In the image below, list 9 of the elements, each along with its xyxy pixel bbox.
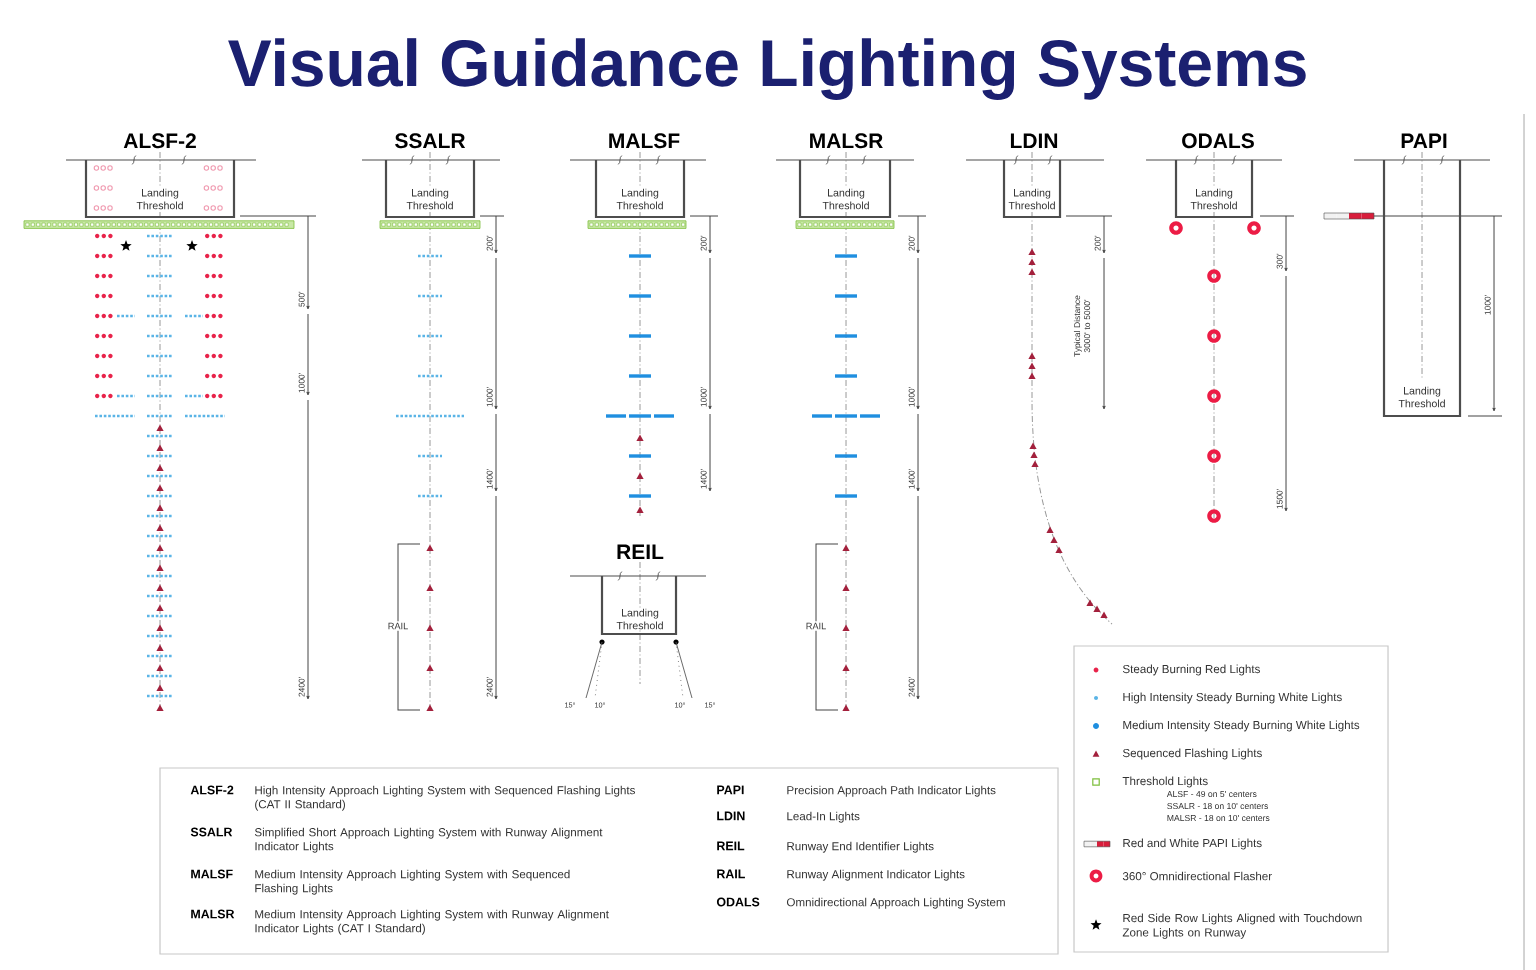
system-heading: REIL xyxy=(617,544,664,559)
system-heading: PAPI xyxy=(1401,133,1447,148)
system-heading: ALSF-2 xyxy=(123,133,196,149)
title: Visual Guidance Lighting Systems xyxy=(228,38,1306,100)
system-heading: MALSR xyxy=(810,133,883,149)
system-heading: LDIN xyxy=(1010,133,1058,148)
system-heading: SSALR xyxy=(395,133,466,149)
system-heading: ODALS xyxy=(1182,133,1254,149)
system-heading: MALSF xyxy=(609,133,680,149)
